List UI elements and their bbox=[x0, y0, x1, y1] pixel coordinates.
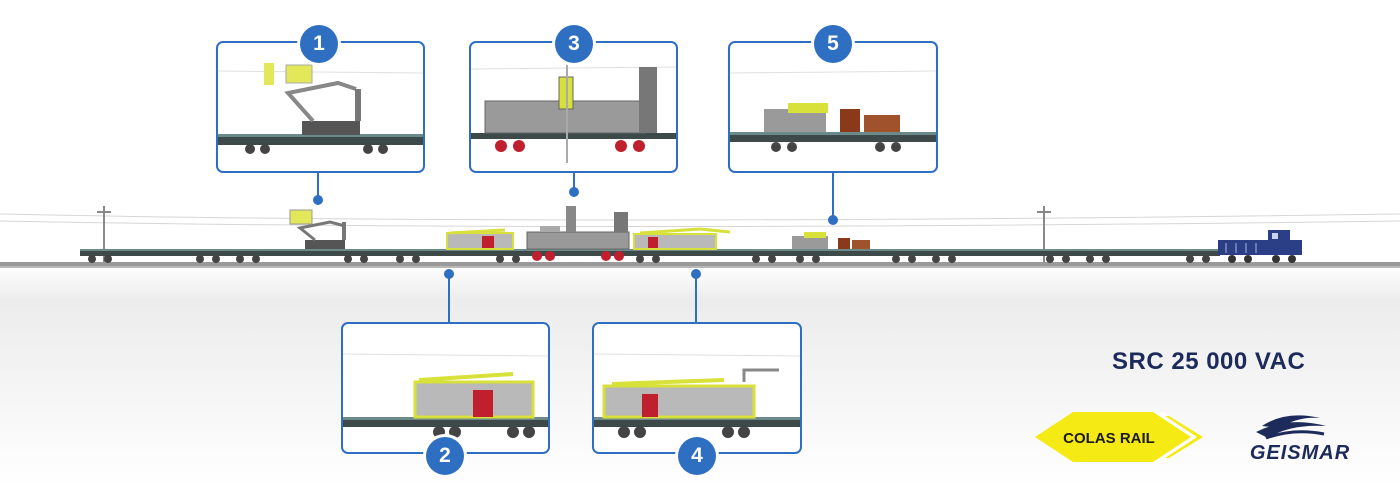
callout-4 bbox=[592, 322, 802, 454]
wheel bbox=[236, 255, 244, 263]
wheel bbox=[768, 255, 776, 263]
callout-4-number: 4 bbox=[678, 437, 716, 475]
colas-rail-wordmark: COLAS RAIL bbox=[1063, 430, 1155, 447]
catenary-wires bbox=[0, 213, 1400, 227]
wheel bbox=[752, 255, 760, 263]
wheel bbox=[196, 255, 204, 263]
wheel bbox=[1186, 255, 1194, 263]
callout-1 bbox=[216, 41, 425, 173]
callout-5-number: 5 bbox=[814, 25, 852, 63]
flat-wagons bbox=[80, 249, 1220, 256]
callout-2-number: 2 bbox=[426, 437, 464, 475]
wheel bbox=[252, 255, 260, 263]
geismar-wordmark: GEISMAR bbox=[1250, 442, 1350, 464]
wheel bbox=[892, 255, 900, 263]
machine-4 bbox=[633, 227, 731, 250]
wagon-wheels bbox=[88, 255, 1210, 263]
geismar-logo: GEISMAR bbox=[1250, 415, 1350, 464]
wheel bbox=[948, 255, 956, 263]
wheel bbox=[1062, 255, 1070, 263]
machine-3 bbox=[526, 206, 630, 261]
rail-track bbox=[0, 262, 1400, 266]
wheel bbox=[212, 255, 220, 263]
wheel bbox=[932, 255, 940, 263]
wheel bbox=[1046, 255, 1054, 263]
machine-1 bbox=[289, 209, 346, 249]
connector-dots bbox=[313, 187, 838, 279]
machine-5 bbox=[792, 232, 870, 249]
wheel bbox=[412, 255, 420, 263]
colas-rail-logo: COLAS RAIL bbox=[1035, 412, 1203, 462]
wheel bbox=[512, 255, 520, 263]
wheel bbox=[812, 255, 820, 263]
wheel bbox=[1086, 255, 1094, 263]
page-title: SRC 25 000 VAC bbox=[1112, 348, 1306, 375]
wheel bbox=[104, 255, 112, 263]
wheel bbox=[908, 255, 916, 263]
wheel bbox=[636, 255, 644, 263]
wheel bbox=[1102, 255, 1110, 263]
callout-1-number: 1 bbox=[300, 25, 338, 63]
callout-3 bbox=[469, 41, 678, 173]
machine-2 bbox=[446, 228, 514, 250]
wheel bbox=[344, 255, 352, 263]
sleepers bbox=[0, 266, 1400, 268]
wheel bbox=[396, 255, 404, 263]
wheel bbox=[652, 255, 660, 263]
callout-3-number: 3 bbox=[555, 25, 593, 63]
wheel bbox=[360, 255, 368, 263]
callout-5 bbox=[728, 41, 938, 173]
wheel bbox=[796, 255, 804, 263]
callout-2 bbox=[341, 322, 550, 454]
wheel bbox=[88, 255, 96, 263]
callout-connectors bbox=[317, 172, 834, 323]
wheel bbox=[1202, 255, 1210, 263]
locomotive bbox=[1218, 230, 1302, 263]
wheel bbox=[496, 255, 504, 263]
